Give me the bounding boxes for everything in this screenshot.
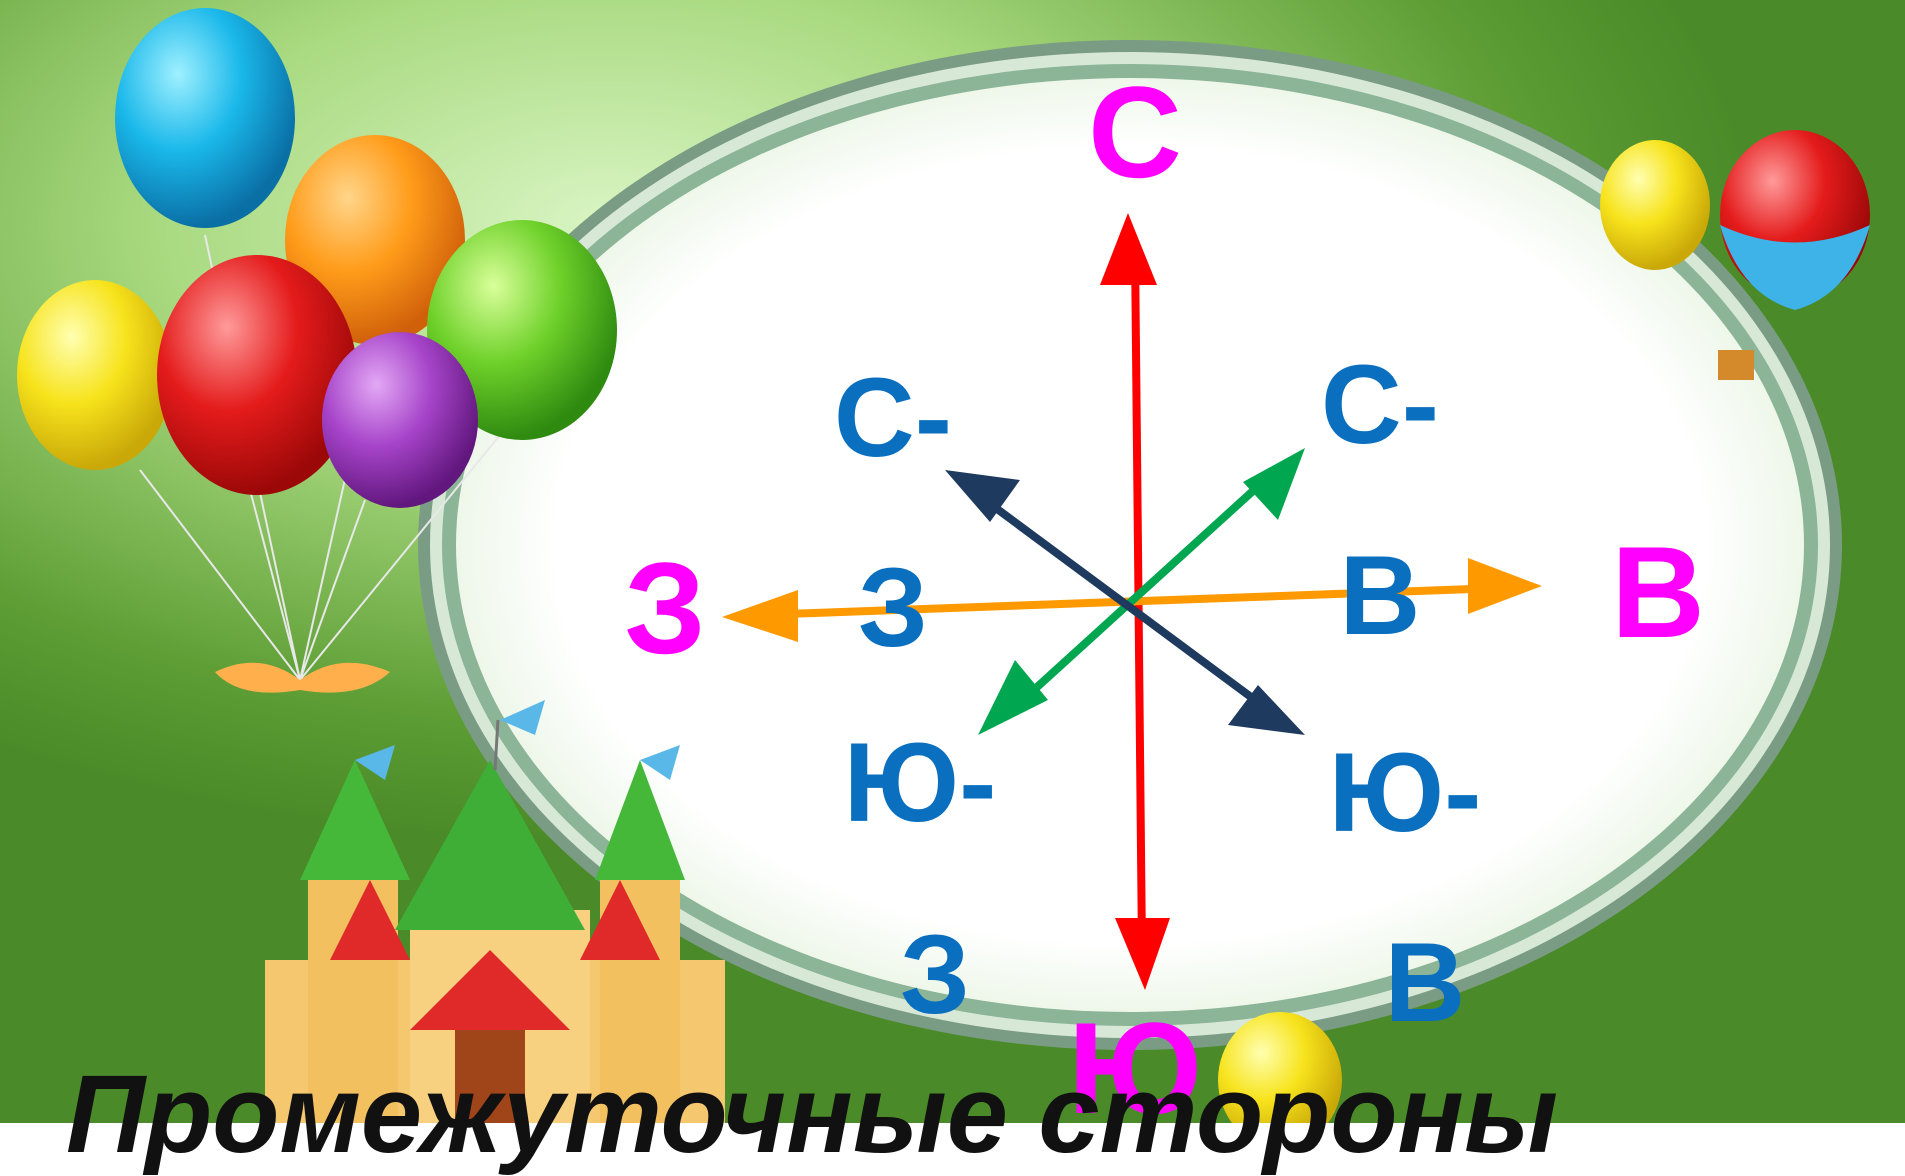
oval-frame xyxy=(418,40,1842,1050)
label-east: В xyxy=(1611,519,1705,665)
label-nw-top: С- xyxy=(833,355,953,480)
nw-se-arrow xyxy=(945,470,1305,735)
label-sw-bottom: З xyxy=(899,912,971,1037)
small-balloon-icon xyxy=(1218,1012,1342,1123)
castle-icon xyxy=(265,700,725,1123)
label-west: З xyxy=(624,535,706,681)
label-ne-top: С- xyxy=(1320,342,1440,467)
compass-arrows xyxy=(722,213,1542,990)
caption-text: Промежуточные стороны xyxy=(66,1053,1558,1176)
label-north: С xyxy=(1088,59,1182,205)
label-south: Ю xyxy=(1067,995,1203,1141)
label-se-bottom: В xyxy=(1384,920,1466,1045)
label-sw-top: Ю- xyxy=(843,720,997,845)
label-ne-bottom: В xyxy=(1339,533,1421,658)
hot-air-balloons-icon xyxy=(1600,130,1870,380)
illustration-layer xyxy=(17,8,1870,1123)
ne-sw-arrow xyxy=(978,448,1305,735)
balloons-icon xyxy=(17,8,617,693)
label-nw-bottom: З xyxy=(857,545,929,670)
label-se-top: Ю- xyxy=(1328,730,1482,855)
